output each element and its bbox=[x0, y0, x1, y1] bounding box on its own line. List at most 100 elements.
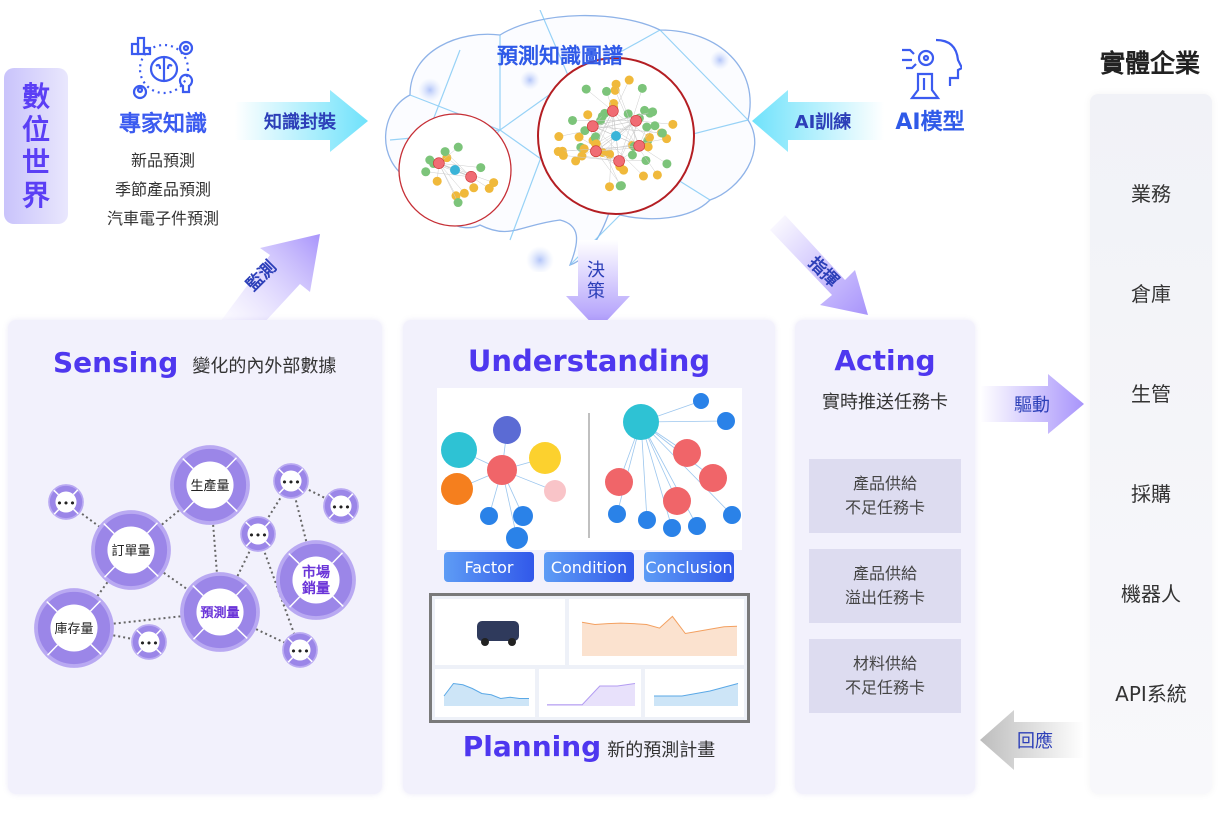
graph-node bbox=[623, 109, 633, 119]
cycle-ring-edge bbox=[48, 484, 84, 520]
cycle-divider bbox=[278, 488, 285, 494]
graph-node bbox=[652, 170, 662, 180]
graph-node bbox=[657, 128, 667, 138]
dashboard-panel bbox=[569, 599, 744, 665]
car-wheel bbox=[508, 638, 516, 646]
dashboard-panel bbox=[539, 669, 641, 717]
cycle-divider bbox=[225, 457, 238, 469]
cycle-node-small: ••• bbox=[273, 463, 309, 499]
sensing-subtitle: 變化的內外部數據 bbox=[192, 356, 337, 377]
graph-node bbox=[600, 108, 610, 118]
cycle-ring-edge bbox=[170, 445, 250, 525]
response-label: 回應 bbox=[1017, 731, 1053, 752]
decision-arrow bbox=[566, 240, 630, 330]
node-label: 訂單量 bbox=[111, 543, 150, 559]
task-card[interactable]: 產品供給不足任務卡 bbox=[809, 459, 961, 533]
task-card[interactable]: 材料供給不足任務卡 bbox=[809, 639, 961, 713]
task-line: 不足任務卡 bbox=[844, 678, 925, 697]
dashboard-chart-2-fill bbox=[547, 683, 635, 706]
node-label: 銷量 bbox=[302, 580, 330, 597]
graph-bubble bbox=[506, 527, 528, 549]
graph-node bbox=[469, 183, 479, 193]
monitor-arrow bbox=[220, 234, 320, 330]
cycle-divider bbox=[53, 489, 59, 496]
acting-title: Acting bbox=[834, 344, 936, 377]
expert-item: 新品預測 bbox=[130, 151, 195, 170]
cycle-divider bbox=[265, 540, 271, 547]
cycle-node-small: ••• bbox=[282, 632, 318, 668]
task-line: 產品供給 bbox=[852, 474, 917, 493]
char: 位 bbox=[21, 113, 50, 146]
graph-node bbox=[627, 150, 637, 160]
task-line: 不足任務卡 bbox=[844, 498, 925, 517]
graph-node bbox=[662, 159, 672, 169]
cycle-node: 生產量 bbox=[170, 445, 250, 525]
sensing-title: Sensing bbox=[53, 346, 179, 379]
ai-model-title: AI模型 bbox=[895, 110, 965, 135]
enterprise-item-business: 業務 bbox=[1131, 182, 1171, 206]
acting-subtitle: 實時推送任務卡 bbox=[822, 392, 948, 413]
cycle-divider bbox=[156, 648, 162, 655]
graph-node bbox=[421, 167, 431, 177]
graph-bubble bbox=[605, 468, 633, 496]
task-line: 材料供給 bbox=[852, 654, 917, 673]
expert-item: 汽車電子件預測 bbox=[106, 209, 219, 228]
graph-bubble bbox=[441, 432, 477, 468]
condition-button[interactable]: Condition bbox=[544, 552, 634, 582]
understanding-title: Understanding bbox=[467, 344, 711, 378]
graph-bubble bbox=[638, 511, 656, 529]
planning-header: Planning 新的預測計畫 bbox=[403, 730, 775, 763]
ai-head-icon bbox=[902, 38, 962, 100]
graph-bubble bbox=[480, 507, 498, 525]
graph-hub bbox=[630, 114, 642, 127]
graph-bubble bbox=[513, 506, 533, 526]
graph-node bbox=[637, 83, 647, 93]
drive-label: 驅動 bbox=[1014, 395, 1050, 416]
factor-button[interactable]: Factor bbox=[444, 552, 534, 582]
graph-edge bbox=[595, 151, 622, 186]
conclusion-button[interactable]: Conclusion bbox=[644, 552, 734, 582]
graph-center bbox=[450, 165, 460, 175]
cycle-core bbox=[55, 491, 77, 513]
char: 決 bbox=[587, 260, 605, 281]
response-arrow bbox=[980, 710, 1084, 770]
cycle-divider bbox=[235, 584, 248, 596]
sensing-panel: Sensing 變化的內外部數據 生產量訂單量庫存量預測量市場銷量•••••••… bbox=[8, 320, 382, 794]
graph-node bbox=[453, 142, 463, 152]
graph-node bbox=[571, 156, 581, 166]
graph-node bbox=[583, 110, 593, 120]
graph-node bbox=[668, 119, 678, 129]
graph-edge bbox=[444, 151, 472, 177]
graph-node bbox=[645, 132, 655, 142]
graph-bubble bbox=[673, 439, 701, 467]
cycle-core bbox=[186, 461, 234, 509]
graph-node bbox=[489, 178, 499, 188]
graph-node bbox=[643, 142, 653, 152]
graph-node bbox=[601, 86, 611, 96]
cycle-divider bbox=[348, 512, 354, 519]
graph-bubble bbox=[529, 442, 561, 474]
graph-node bbox=[611, 79, 621, 89]
cycle-node-small: ••• bbox=[323, 488, 359, 524]
ellipsis-label: ••• bbox=[248, 529, 267, 542]
graph-edge bbox=[438, 163, 459, 203]
cycle-divider bbox=[287, 657, 294, 663]
graph-node bbox=[641, 155, 651, 165]
graph-edge bbox=[592, 125, 663, 134]
node-label: 庫存量 bbox=[54, 622, 93, 637]
graph-bubble bbox=[688, 517, 706, 535]
enterprise-item-robot: 機器人 bbox=[1121, 582, 1181, 606]
graph-node bbox=[574, 132, 584, 142]
planning-title: Planning bbox=[462, 730, 602, 763]
ellipsis-label: ••• bbox=[281, 476, 300, 489]
ellipsis-label: ••• bbox=[139, 637, 158, 650]
cycle-divider bbox=[136, 629, 142, 636]
enterprise-title: 實體企業 bbox=[1099, 49, 1200, 78]
char: 策 bbox=[587, 281, 605, 302]
task-card[interactable]: 產品供給溢出任務卡 bbox=[809, 549, 961, 623]
graph-node bbox=[581, 84, 591, 94]
cycle-node-small: ••• bbox=[131, 624, 167, 660]
cycle-ring-edge bbox=[34, 588, 114, 668]
cycle-divider bbox=[146, 522, 159, 534]
